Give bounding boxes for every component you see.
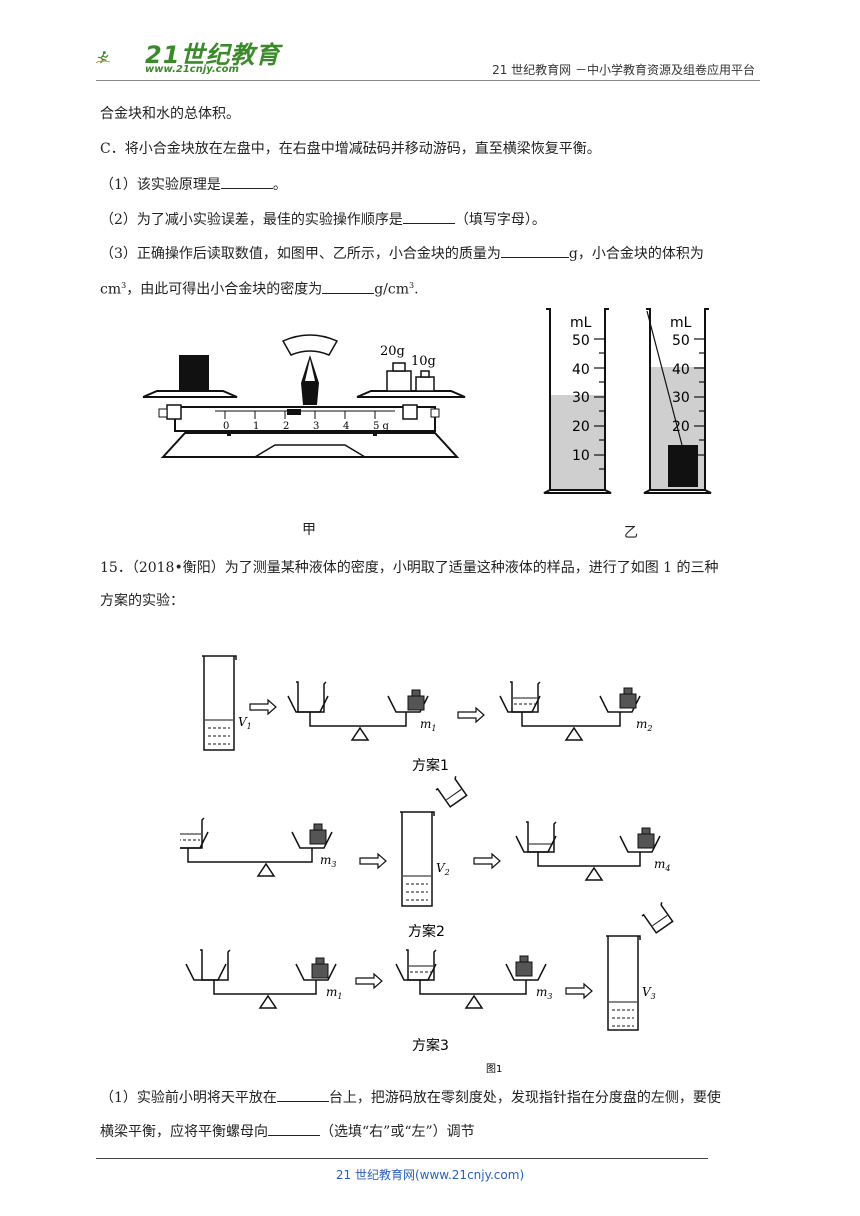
label-sub: 3 (547, 992, 552, 1001)
text-span: g，小合金块的体积为 (568, 246, 704, 262)
footer-divider (96, 1158, 708, 1159)
svg-text:m3: m3 (536, 985, 552, 1001)
cylinder-unit: mL (670, 315, 692, 331)
weight-label-10g: 10g (411, 354, 436, 369)
question-2: （2）为了减小实验误差，最佳的实验操作顺序是 （填写字母）。 (100, 209, 546, 230)
label-sub: 1 (337, 992, 342, 1001)
text-span: g/cm (374, 281, 410, 298)
label-sub: 1 (431, 724, 436, 733)
label-sub: 3 (651, 992, 656, 1001)
answer-blank[interactable] (500, 243, 569, 258)
text-span: 台上，把游码放在零刻度处，发现指针指在分度盘的左侧，要使 (328, 1090, 721, 1106)
figure-caption-jia: 甲 (302, 522, 316, 538)
text-span: （选填“右”或“左”）调节 (320, 1124, 475, 1140)
cylinder-tick: 20 (672, 419, 690, 435)
label-m: m (320, 853, 331, 867)
label-m: m (636, 717, 647, 731)
answer-blank[interactable] (402, 209, 455, 224)
text-span: （1）实验前小明将天平放在 (100, 1090, 277, 1106)
cylinder-tick: 30 (572, 390, 590, 406)
text-span: ，由此可得出小合金块的密度为 (126, 281, 323, 298)
footer-link[interactable]: 21 世纪教育网(www.21cnjy.com) (335, 1168, 525, 1182)
text-line: C．将小合金块放在左盘中，在右盘中增减砝码并移动游码，直至横梁恢复平衡。 (100, 141, 601, 157)
plan2-caption: 方案2 (408, 923, 445, 940)
svg-text:V2: V2 (436, 861, 450, 877)
label-v: V (436, 861, 446, 875)
page-header: 21世纪教育 www.21cnjy.com 21 世纪教育网 －中小学教育资源及… (0, 0, 860, 90)
question-15: 15．（2018•衡阳）为了测量某种液体的密度，小明取了适量这种液体的样品，进行… (100, 560, 719, 576)
label-v: V (642, 985, 652, 999)
plan3-caption: 方案3 (412, 1037, 449, 1054)
plan1-row: V1 m1 m2 方案1 (202, 655, 652, 774)
three-plans-figure: V1 m1 m2 方案1 m3 V2 (180, 655, 674, 1075)
label-sub: 2 (444, 868, 450, 877)
label-m: m (420, 717, 431, 731)
cylinder-tick: 50 (572, 333, 590, 349)
scale-tick-label: 0 (223, 421, 229, 432)
question-1: （1）该实验原理是 。 (100, 174, 287, 195)
text-line: 合金块和水的总体积。 (100, 106, 240, 122)
plan2-row: m3 V2 m4 方案2 (180, 776, 670, 940)
svg-text:V1: V1 (238, 715, 252, 731)
scale-tick-label: 5 g (373, 421, 390, 432)
svg-text:m2: m2 (636, 717, 652, 733)
text-span: （1）该实验原理是 (100, 177, 221, 193)
text-span: （2）为了减小实验误差，最佳的实验操作顺序是 (100, 212, 403, 228)
cylinder-unit: mL (570, 315, 592, 331)
label-m: m (654, 857, 665, 871)
cylinder-tick: 50 (672, 333, 690, 349)
label-sub: 1 (247, 722, 252, 731)
cylinder-tick: 40 (672, 362, 690, 378)
plan1-caption: 方案1 (412, 757, 449, 774)
scale-tick-label: 3 (313, 421, 319, 432)
q15-part1: （1）实验前小明将天平放在 台上，把游码放在零刻度处，发现指针指在分度盘的左侧，要… (100, 1087, 721, 1108)
cylinder-tick: 20 (572, 419, 590, 435)
logo-runner-icon (96, 51, 111, 64)
label-sub: 4 (664, 864, 670, 873)
scale-tick-label: 2 (283, 421, 289, 432)
site-title: 21 世纪教育网 －中小学教育资源及组卷应用平台 (492, 63, 755, 77)
answer-blank[interactable] (268, 1121, 320, 1136)
svg-text:m1: m1 (420, 717, 436, 733)
scale-tick-label: 1 (253, 421, 259, 432)
text-span: （3）正确操作后读取数值，如图甲、乙所示，小合金块的质量为 (100, 246, 501, 262)
label-m: m (536, 985, 547, 999)
text-span: 。 (272, 177, 287, 193)
cylinder-tick: 10 (572, 448, 590, 464)
svg-text:m1: m1 (326, 985, 342, 1001)
plan3-row: m1 m3 V3 方案3 图1 (185, 902, 674, 1075)
figure-caption-yi: 乙 (624, 525, 638, 541)
graduated-cylinder-figure: mL 50 30 20 10 40 mL 50 40 30 20 (543, 308, 712, 494)
cylinder-tick: 30 (672, 390, 690, 406)
weight-label-20g: 20g (380, 344, 405, 359)
logo-text: 21世纪教育 (145, 41, 281, 69)
label-v: V (238, 715, 248, 729)
cylinder-tick: 40 (572, 362, 590, 378)
q15-part1-cont: 横梁平衡，应将平衡螺母向 （选填“右”或“左”）调节 (100, 1121, 475, 1142)
answer-blank[interactable] (322, 279, 375, 294)
text-span: 横梁平衡，应将平衡螺母向 (100, 1124, 268, 1140)
scale-tick-label: 4 (343, 421, 349, 432)
text-span: . (414, 281, 419, 298)
question-3: （3）正确操作后读取数值，如图甲、乙所示，小合金块的质量为 g，小合金块的体积为 (100, 243, 704, 264)
superscript: 3 (121, 281, 127, 290)
balance-scale-figure: 20g 10g 0 1 2 3 4 5 g (142, 334, 466, 458)
text-span: （填写字母）。 (454, 212, 546, 228)
label-sub: 3 (331, 860, 336, 869)
answer-blank[interactable] (220, 174, 273, 189)
svg-text:m4: m4 (654, 857, 670, 873)
text-span: cm (100, 281, 122, 298)
label-m: m (326, 985, 337, 999)
header-divider (96, 80, 760, 81)
label-sub: 2 (646, 724, 652, 733)
question-15-cont: 方案的实验： (100, 593, 184, 609)
superscript: 3 (409, 281, 415, 290)
svg-text:V3: V3 (642, 985, 656, 1001)
figure-label: 图1 (486, 1063, 502, 1075)
answer-blank[interactable] (276, 1087, 329, 1102)
svg-text:m3: m3 (320, 853, 336, 869)
logo-url: www.21cnjy.com (145, 64, 239, 75)
